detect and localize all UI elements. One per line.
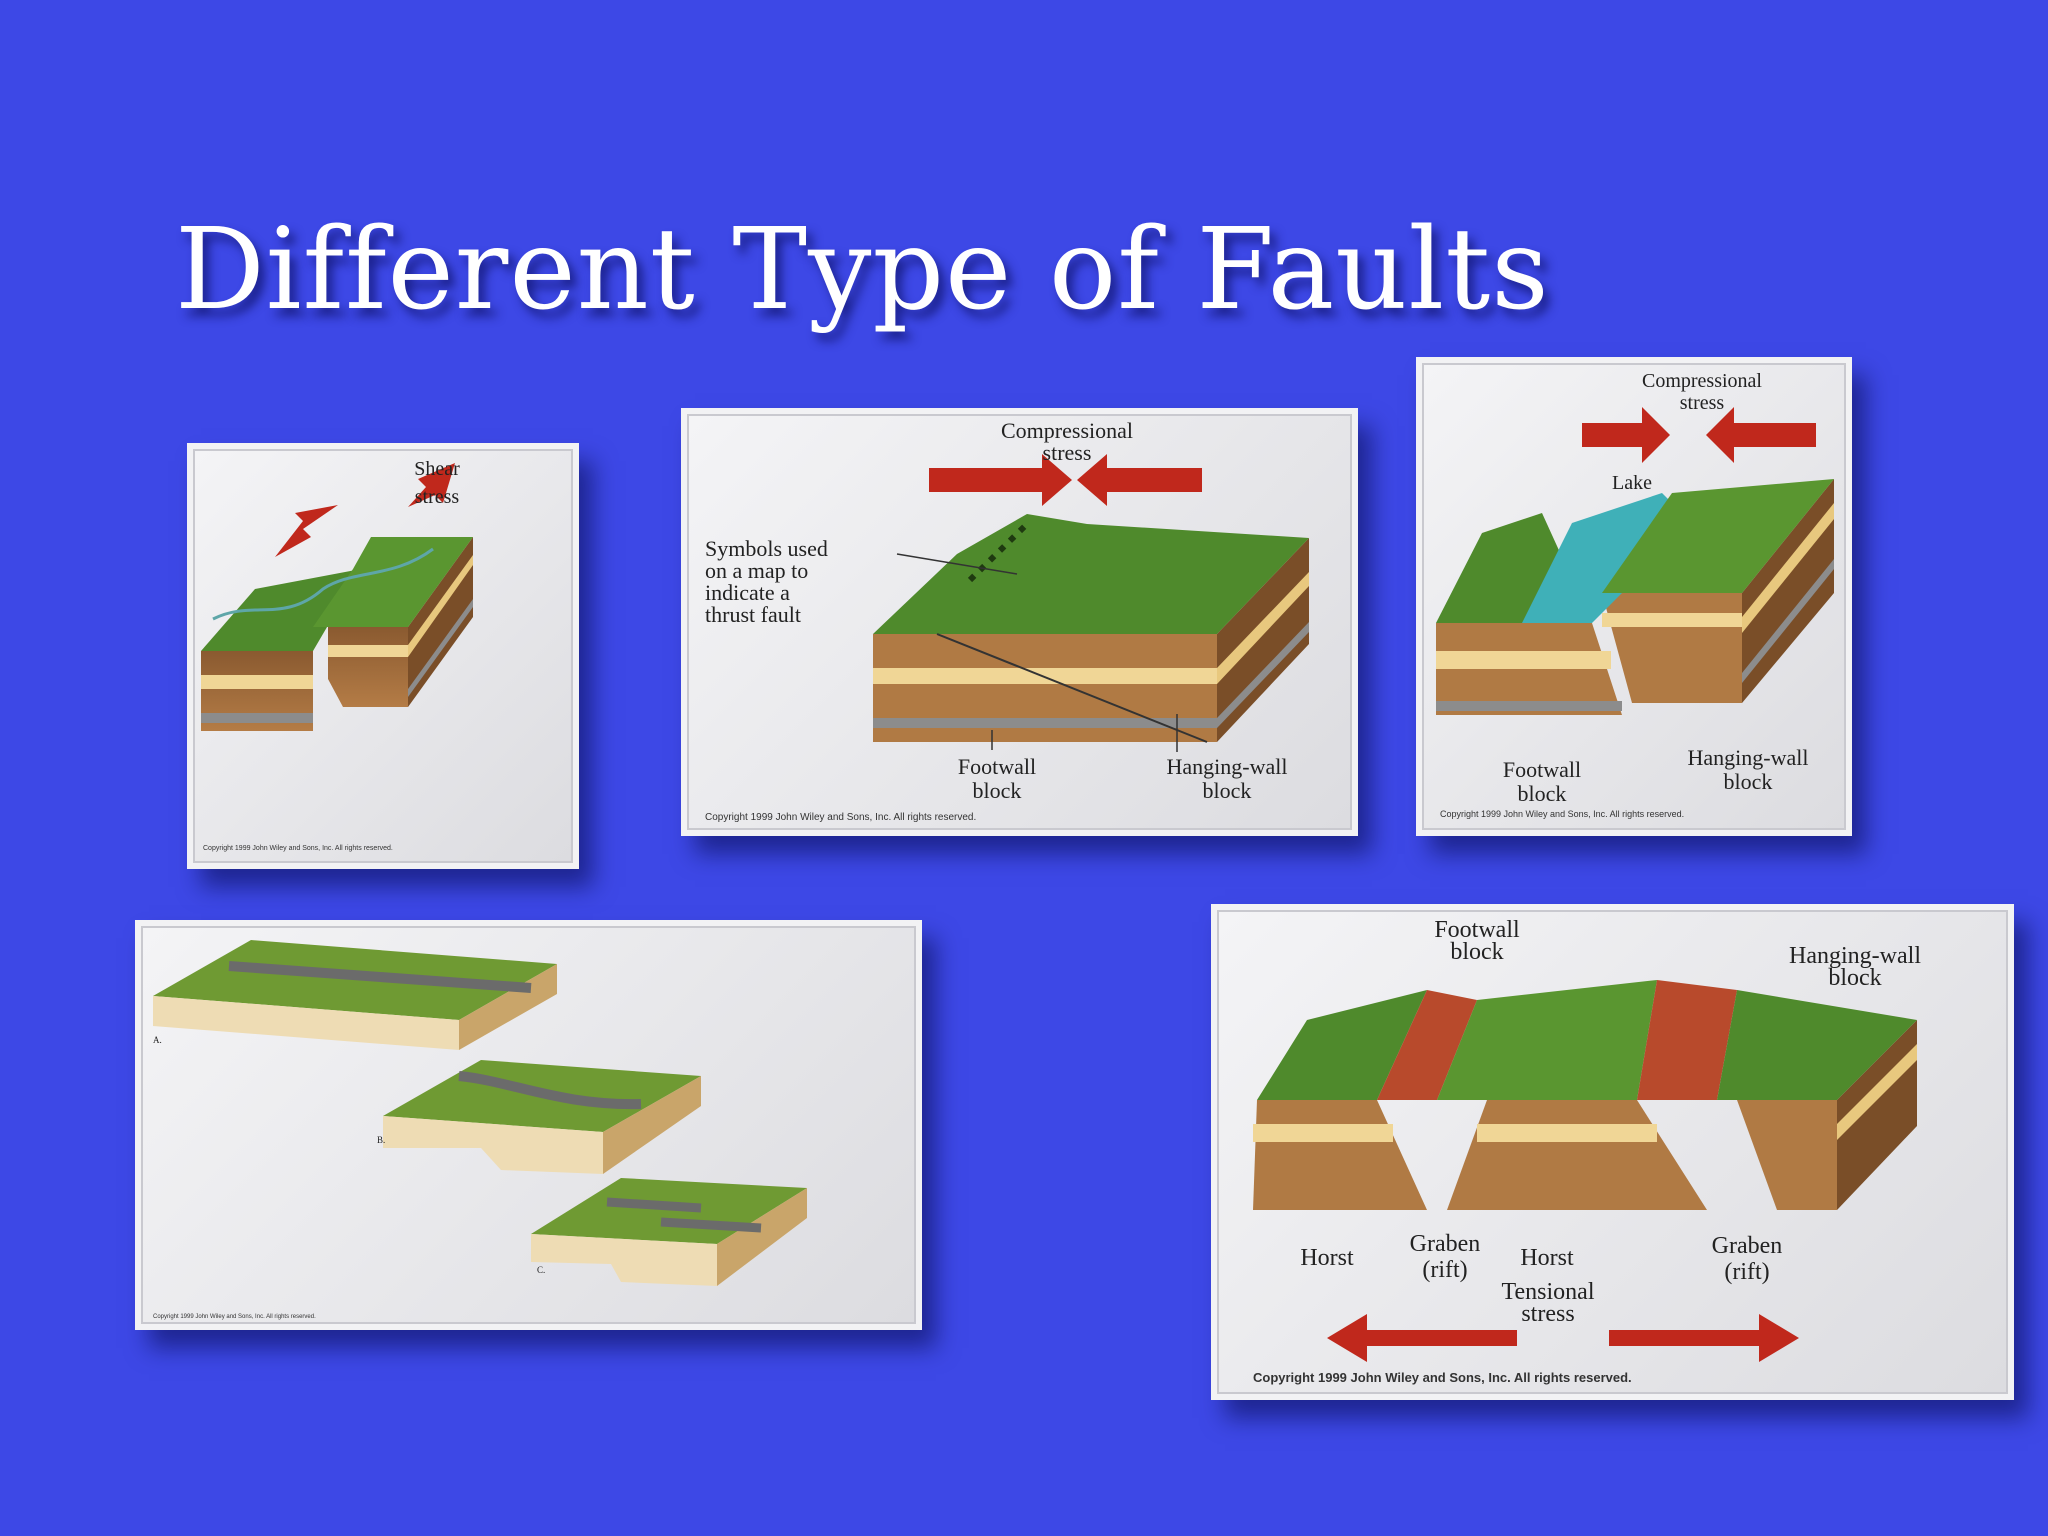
thrust-fault-diagram [873, 454, 1309, 752]
footwall-label-2: block [972, 778, 1022, 803]
horst-right-top [1437, 980, 1657, 1100]
tensional-stress-label-2: stress [1521, 1301, 1575, 1327]
thrust-fault-top [873, 514, 1309, 634]
lake-label: Lake [1612, 472, 1652, 494]
copyright-text: Copyright 1999 John Wiley and Sons, Inc.… [1253, 1370, 1632, 1385]
copyright-text: Copyright 1999 John Wiley and Sons, Inc.… [1440, 809, 1685, 819]
reverse-fault-diagram [1436, 407, 1834, 715]
shear-arrow-left [275, 505, 338, 557]
copyright-text: Copyright 1999 John Wiley and Sons, Inc.… [153, 1314, 316, 1320]
footwall-label-1: Footwall [1502, 757, 1582, 782]
reverse-fault-panel: Compressional stress Lake Footwall block… [1416, 357, 1852, 836]
tension-arrow-right [1609, 1314, 1799, 1362]
shear-stress-label-2: stress [414, 486, 460, 508]
shear-stress-label-1: Shear [414, 458, 460, 480]
graben-right-label-1: Graben [1711, 1233, 1783, 1259]
hanging-wall-label-2: block [1723, 769, 1773, 794]
graben-left-label-1: Graben [1409, 1231, 1481, 1257]
compressional-stress-label-1: Compressional [1642, 370, 1762, 392]
right-block-top [313, 537, 473, 627]
footwall-label-1: Footwall [1434, 917, 1520, 943]
copyright-text: Copyright 1999 John Wiley and Sons, Inc.… [203, 845, 393, 852]
lake-water [1522, 493, 1682, 623]
tension-arrow-left [1327, 1314, 1517, 1362]
shear-arrow-right [408, 463, 455, 507]
diagram-label-a: A. [153, 1035, 162, 1045]
compressional-stress-label-2: stress [1042, 440, 1092, 465]
thrust-fault-panel: Compressional stress Symbols used on a m… [681, 408, 1358, 836]
copyright-text: Copyright 1999 John Wiley and Sons, Inc.… [705, 812, 977, 823]
graben-right-label-2: (rift) [1724, 1259, 1770, 1285]
strike-slip-fault-panel: Shear stress Copyright 1999 John Wiley a… [187, 443, 579, 869]
symbols-label-1: Symbols used [705, 536, 828, 561]
horst-graben-panel: Footwall block Hanging-wall block Horst … [1211, 904, 2014, 1400]
footwall-label-2: block [1450, 939, 1504, 965]
symbols-label-4: thrust fault [705, 602, 801, 627]
compressional-stress-label-2: stress [1679, 392, 1725, 414]
hanging-wall-label-2: block [1202, 778, 1252, 803]
footwall-label-1: Footwall [957, 754, 1037, 779]
compressional-stress-label-1: Compressional [1001, 418, 1133, 443]
slide-title: Different Type of Faults [175, 205, 1550, 335]
graben-right-top [1637, 980, 1737, 1100]
horst-graben-diagram [1253, 980, 1917, 1362]
graben-left-label-2: (rift) [1422, 1257, 1468, 1283]
tensional-stress-label-1: Tensional [1501, 1279, 1595, 1305]
hanging-wall-label-1: Hanging-wall [1687, 745, 1809, 770]
horst-left-top [1257, 990, 1427, 1100]
diagram-label-b: B. [377, 1135, 386, 1145]
symbols-label-2: on a map to [705, 558, 809, 583]
compress-arrow-right [929, 454, 1072, 506]
footwall-label-2: block [1517, 781, 1567, 806]
horst-right-label: Horst [1520, 1245, 1574, 1271]
hanging-top-right [1717, 990, 1917, 1100]
horst-left-label: Horst [1300, 1245, 1354, 1271]
hanging-wall-label-2: block [1828, 965, 1882, 991]
offset-wall-panel: A. B. C. Copyright 1999 John Wiley and S… [135, 920, 922, 1330]
hanging-wall-top [1602, 479, 1834, 593]
diagram-label-c: C. [537, 1265, 546, 1275]
hanging-wall-label-1: Hanging-wall [1789, 943, 1921, 969]
symbols-label-3: indicate a [705, 580, 790, 605]
strike-slip-diagram [201, 463, 473, 731]
hanging-wall-label-1: Hanging-wall [1166, 754, 1288, 779]
offset-wall-diagram [153, 940, 807, 1286]
compress-arrow-left [1077, 454, 1202, 506]
compress-arrow-right [1582, 407, 1670, 463]
graben-left-top [1377, 990, 1477, 1100]
compress-arrow-left [1706, 407, 1816, 463]
